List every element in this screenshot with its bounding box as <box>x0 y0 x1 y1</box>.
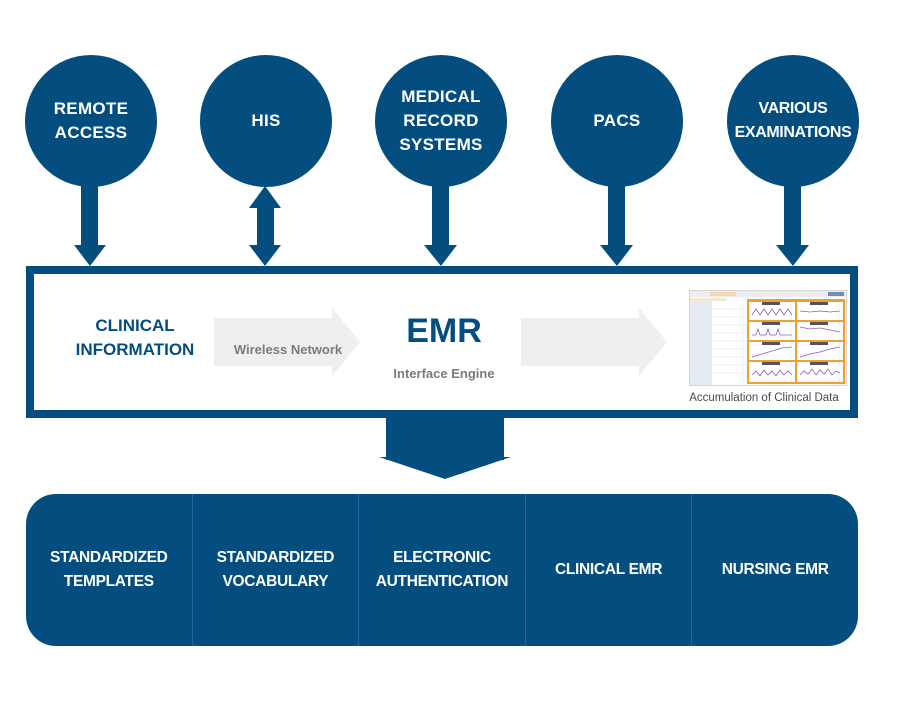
output-standardized-vocabulary: STANDARDIZED VOCABULARY <box>191 494 359 646</box>
source-his: HIS <box>200 55 332 187</box>
source-medical-record-systems: MEDICAL RECORD SYSTEMS <box>375 55 507 187</box>
wireless-arrow-icon <box>214 308 360 376</box>
arrow-remote-access <box>74 184 106 266</box>
source-label: REMOTE ACCESS <box>53 99 129 142</box>
arrow-hub-to-outputs <box>379 410 511 479</box>
emr-title: EMR <box>406 312 482 350</box>
clinical-information-label: CLINICAL INFORMATION <box>75 316 195 359</box>
arrow-pacs <box>600 184 633 266</box>
source-pacs: PACS <box>551 55 683 187</box>
source-label: VARIOUS EXAMINATIONS <box>734 100 852 141</box>
accumulation-arrow-icon <box>521 308 667 376</box>
interface-engine-label: Interface Engine <box>393 366 495 381</box>
output-modules-bar: STANDARDIZED TEMPLATES STANDARDIZED VOCA… <box>26 494 858 646</box>
dashboard-screenshot-icon <box>689 290 847 386</box>
accumulation-caption: Accumulation of Clinical Data <box>689 392 839 404</box>
source-remote-access: REMOTE ACCESS <box>25 55 157 187</box>
dashboard-thumbnail <box>690 291 846 385</box>
source-label: PACS <box>593 111 641 130</box>
emr-hub-box: CLINICAL INFORMATION Wireless Network EM… <box>26 266 858 418</box>
source-various-examinations: VARIOUS EXAMINATIONS <box>727 55 859 187</box>
output-standardized-templates: STANDARDIZED TEMPLATES <box>50 549 168 590</box>
source-label: HIS <box>251 111 281 130</box>
arrow-his-bidirectional <box>249 186 281 266</box>
wireless-network-label: Wireless Network <box>233 342 343 357</box>
arrow-medical-record <box>424 184 457 266</box>
output-electronic-authentication: ELECTRONIC AUTHENTICATION <box>358 494 525 646</box>
output-nursing-emr: NURSING EMR <box>691 494 858 646</box>
arrow-various-examinations <box>776 184 809 266</box>
source-label: MEDICAL RECORD SYSTEMS <box>399 87 483 154</box>
output-clinical-emr: CLINICAL EMR <box>524 494 692 646</box>
